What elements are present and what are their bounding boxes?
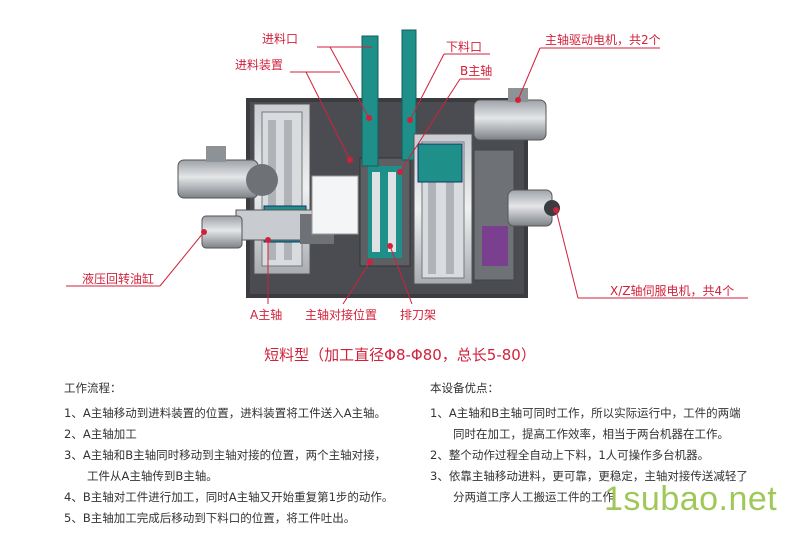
spindle-a-label: A主轴	[250, 308, 283, 322]
spindle-motor-label: 主轴驱动电机，共2个	[545, 33, 661, 47]
advantage-item-continued: 分两道工序人工搬运工件的工作	[453, 490, 614, 504]
servo-motor-right	[507, 189, 560, 227]
discharge-port-label: 下料口	[446, 40, 483, 54]
workflow-item: 4、B主轴对工件进行加工，同时A主轴又开始重复第1步的动作。	[64, 490, 394, 504]
spindle-b-label: B主轴	[460, 64, 493, 78]
workflow-item: 1、A主轴移动到进料装置的位置，进料装置将工件送入A主轴。	[64, 406, 387, 420]
feed-device-label: 进料装置	[235, 58, 284, 72]
docking-position-label: 主轴对接位置	[305, 308, 378, 322]
feed-port-label: 进料口	[262, 32, 299, 46]
spindle-motor-right	[473, 88, 547, 141]
advantages-heading: 本设备优点：	[430, 381, 499, 395]
advantages-section: 本设备优点： 1、A主轴和B主轴可同时工作，所以实际运行中，工件的两端 同时在加…	[430, 378, 780, 508]
advantage-item: 2、整个动作过程全自动上下料，1人可操作多台机器。	[430, 448, 710, 462]
model-caption: 短料型（加工直径Φ8-Φ80，总长5-80）	[264, 346, 536, 364]
workflow-heading: 工作流程：	[64, 381, 122, 395]
advantage-item-continued: 同时在加工，提高工作效率，相当于两台机器在工作。	[453, 427, 729, 441]
leader-lines	[66, 46, 748, 305]
workflow-item-continued: 工件从A主轴传到B主轴。	[87, 469, 218, 483]
workflow-item: 3、A主轴和B主轴同时移动到主轴对接的位置，两个主轴对接，	[64, 448, 387, 462]
spindle-motor-left	[177, 146, 278, 199]
feed-tube	[361, 35, 379, 167]
hydraulic-cylinder-shape	[201, 215, 243, 249]
watermark: 1subao.net	[604, 480, 778, 518]
machine-diagram	[66, 29, 748, 305]
hydraulic-cylinder-label: 液压回转油缸	[82, 272, 155, 286]
advantage-item: 3、依靠主轴移动进料，更可靠，更稳定，主轴对接传送减轻了	[430, 469, 748, 483]
workflow-item: 2、A主轴加工	[64, 427, 137, 441]
tool-rack-label: 排刀架	[400, 308, 437, 322]
servo-motor-label: X/Z轴伺服电机，共4个	[610, 284, 735, 298]
discharge-tube	[401, 29, 417, 161]
workflow-item: 5、B主轴加工完成后移动到下料口的位置，将工件吐出。	[64, 511, 356, 525]
workflow-section: 工作流程： 1、A主轴移动到进料装置的位置，进料装置将工件送入A主轴。 2、A主…	[64, 378, 424, 529]
advantage-item: 1、A主轴和B主轴可同时工作，所以实际运行中，工件的两端	[430, 406, 741, 420]
